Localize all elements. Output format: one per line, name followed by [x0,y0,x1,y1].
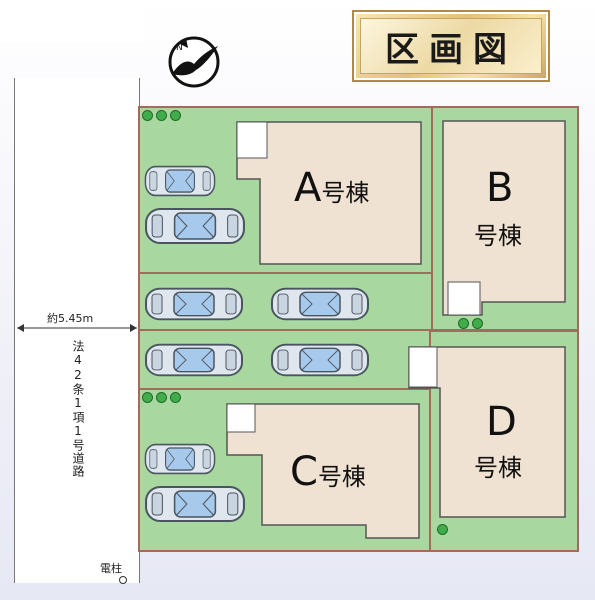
building-c [226,403,420,539]
tree-icon [170,110,181,121]
pole-label: 電柱 [100,562,122,575]
tree-icon [156,392,167,403]
building-b [442,120,566,316]
car-icon [144,164,216,198]
car-icon [144,484,246,524]
svg-text:N: N [176,43,183,53]
building-c-suffix: 号棟 [317,463,366,491]
top-left-blank [0,0,145,42]
building-a [236,121,422,265]
tree-icon [142,110,153,121]
tree-icon [170,392,181,403]
car-icon [144,442,216,476]
page-title: 区画図 [360,18,542,74]
building-c-name: C [290,449,318,495]
road-type-label: 法42条1項1号道路 [71,340,85,478]
lot-divider [138,329,579,331]
building-d-name: D [486,399,517,445]
tree-icon [472,318,483,329]
building-a-suffix: 号棟 [321,179,370,207]
road-width-dimension [14,320,140,334]
road-width-label: 約5.45m [45,310,96,326]
utility-pole-icon [119,576,127,584]
road [14,78,140,583]
tree-icon [458,318,469,329]
tree-icon [437,524,448,535]
building-b-suffix: 号棟 [474,222,522,250]
tree-icon [156,110,167,121]
car-icon [144,286,244,322]
building-a-label: A 号棟 [294,168,369,208]
car-icon [144,342,244,378]
car-icon [270,286,370,322]
tree-icon [142,392,153,403]
building-d [408,346,566,518]
north-arrow-bird-icon: N [166,34,222,90]
building-d-suffix: 号棟 [474,454,522,482]
building-c-label: C 号棟 [290,452,366,492]
car-icon [270,342,370,378]
building-a-name: A [294,165,322,211]
building-b-name: B [486,165,514,211]
car-icon [144,206,246,246]
